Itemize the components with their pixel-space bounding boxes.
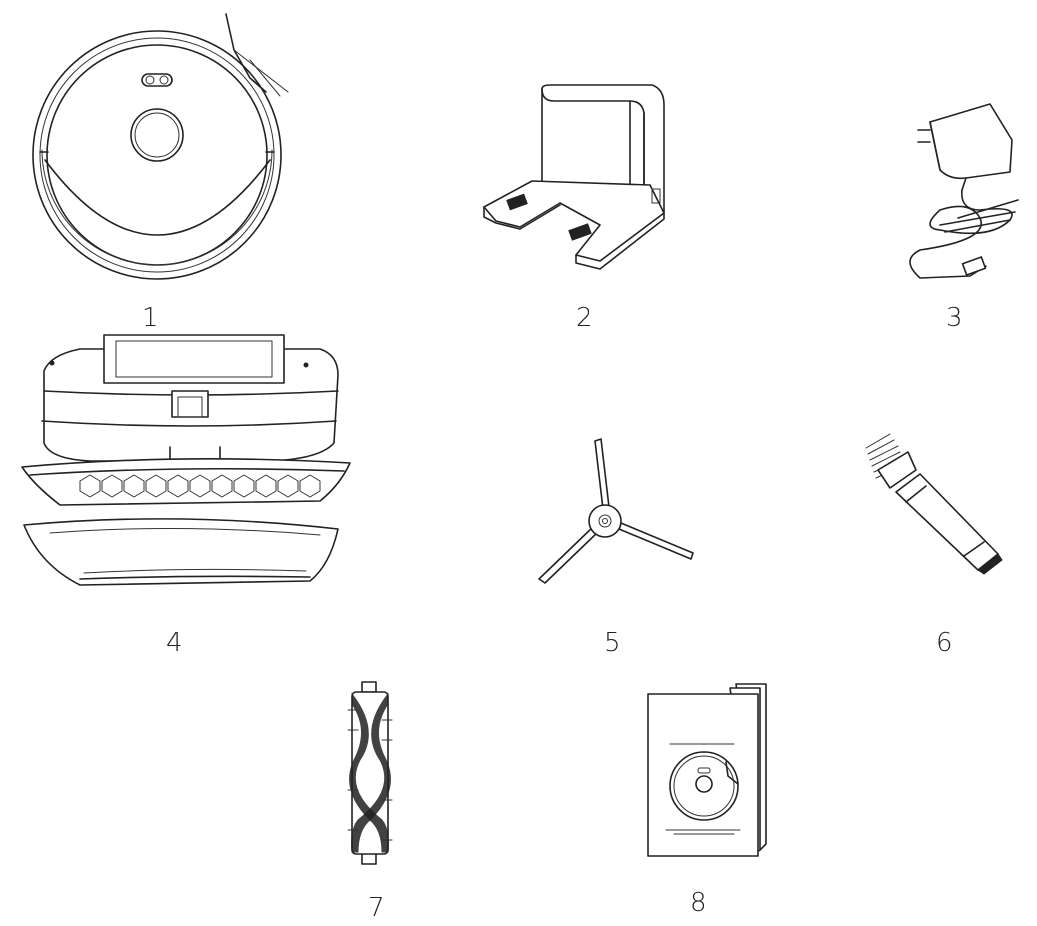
- item-label-2: 2: [576, 303, 593, 333]
- item-water-tank-mop: [20, 334, 355, 595]
- item-label-5: 5: [604, 628, 621, 658]
- main-brush-icon: [347, 681, 393, 865]
- item-user-manual: [640, 680, 780, 860]
- item-main-brush: [330, 680, 410, 870]
- item-robot-vacuum: [30, 10, 300, 290]
- item-label-3: 3: [946, 303, 963, 333]
- power-adapter-icon: [909, 103, 1019, 279]
- side-brush-icon: [538, 438, 694, 584]
- item-charging-dock: [480, 84, 670, 275]
- item-power-adapter: [900, 100, 1030, 290]
- item-side-brush: [535, 435, 700, 585]
- item-label-4: 4: [166, 628, 183, 658]
- user-manual-icon: [647, 683, 767, 857]
- item-label-1: 1: [142, 303, 159, 333]
- item-cleaning-brush: [860, 430, 1010, 575]
- water-tank-mop-icon: [21, 334, 351, 586]
- robot-vacuum-icon: [32, 13, 289, 280]
- charging-dock-icon: [483, 84, 665, 270]
- cleaning-brush-icon: [865, 433, 1003, 575]
- item-label-7: 7: [368, 893, 385, 923]
- item-label-6: 6: [936, 628, 953, 658]
- item-label-8: 8: [690, 888, 707, 918]
